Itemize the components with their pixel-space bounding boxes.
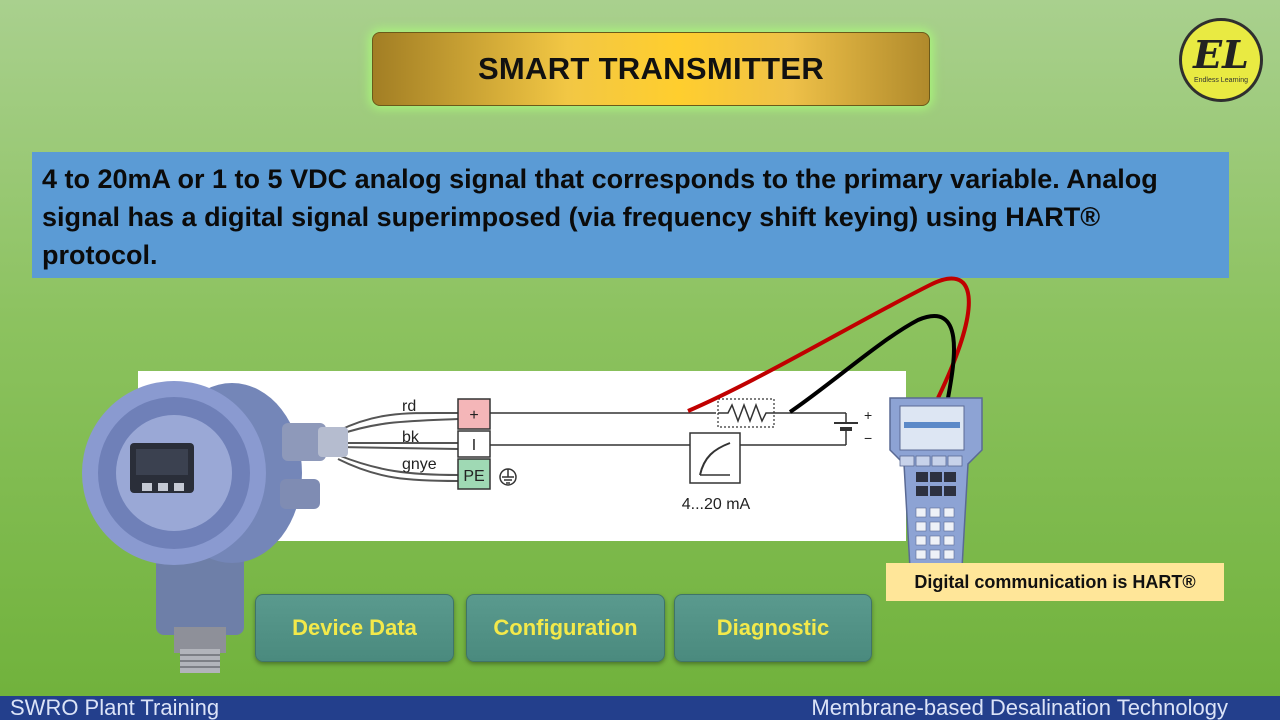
terminal-i-label: I — [472, 437, 476, 454]
battery-icon: + − — [834, 407, 872, 446]
terminal-i — [457, 430, 491, 458]
wiring-diagram-svg: rd bk gnye + I PE — [337, 398, 872, 513]
hart-communicator-image — [886, 392, 986, 569]
terminal-pe-label: PE — [463, 468, 484, 485]
resistor-icon — [717, 398, 775, 428]
slide-title-banner: SMART TRANSMITTER — [372, 32, 930, 106]
configuration-button[interactable]: Configuration — [466, 594, 665, 662]
footer-left-text: SWRO Plant Training — [10, 695, 220, 720]
device-data-button-label: Device Data — [292, 615, 417, 640]
hart-callout: Digital communication is HART® — [886, 563, 1224, 601]
footer-bar: SWRO Plant Training Membrane-based Desal… — [0, 696, 1280, 720]
terminal-pe — [457, 458, 491, 490]
logo-tagline: Endless Learning — [1193, 77, 1249, 84]
wire-label-rd: rd — [402, 398, 416, 415]
diagnostic-button[interactable]: Diagnostic — [674, 594, 872, 662]
logo-mark: EL — [1193, 32, 1249, 77]
current-range-label: 4...20 mA — [682, 496, 751, 513]
terminal-plus — [457, 398, 491, 430]
device-data-button[interactable]: Device Data — [255, 594, 454, 662]
el-logo: EL Endless Learning — [1179, 18, 1263, 102]
wire-label-gnye: gnye — [402, 456, 437, 473]
footer-right-text: Membrane-based Desalination Technology — [811, 695, 1228, 720]
battery-plus-label: + — [864, 407, 872, 423]
description-text: 4 to 20mA or 1 to 5 VDC analog signal th… — [42, 164, 1158, 270]
terminal-plus-label: + — [469, 407, 478, 424]
hart-callout-text: Digital communication is HART® — [914, 571, 1196, 592]
wire-label-bk: bk — [402, 429, 420, 446]
battery-minus-label: − — [864, 430, 872, 446]
transmitter-device-image — [82, 365, 352, 677]
ground-icon — [499, 468, 517, 486]
description-box: 4 to 20mA or 1 to 5 VDC analog signal th… — [32, 152, 1229, 278]
current-meter-icon — [689, 432, 741, 484]
slide-title: SMART TRANSMITTER — [477, 51, 825, 86]
configuration-button-label: Configuration — [493, 615, 638, 640]
diagnostic-button-label: Diagnostic — [716, 615, 830, 640]
